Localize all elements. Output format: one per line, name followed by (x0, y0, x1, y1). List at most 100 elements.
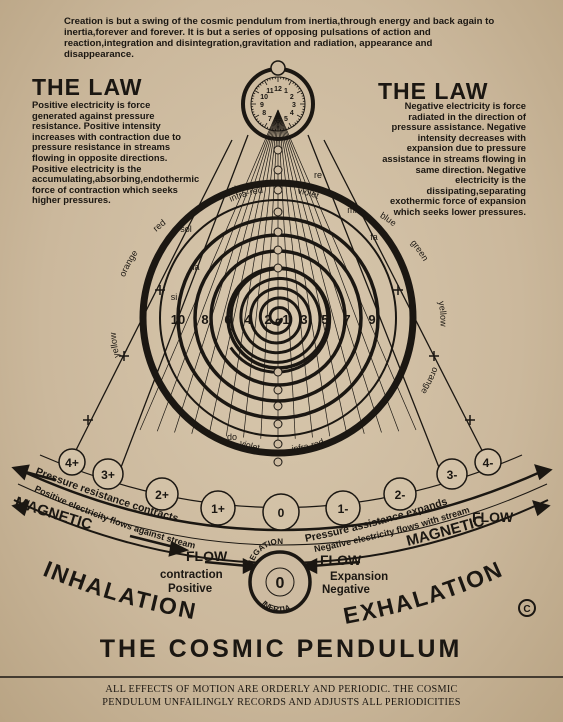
spectrum-orange-left-label: orange (117, 248, 139, 278)
copyright-letter: C (523, 604, 530, 615)
clock-tick (294, 122, 297, 125)
clock-tick (301, 95, 304, 97)
spiral-dot (273, 419, 283, 429)
spiral-dot (273, 185, 283, 195)
polarity-bulb-label: 4- (483, 456, 494, 470)
note-label: si (171, 292, 178, 302)
ray-line (277, 109, 348, 436)
clock-tick (296, 114, 302, 118)
polarity-bulb-label: 1+ (211, 502, 225, 516)
clock-number: 1 (284, 88, 288, 95)
polarity-bulb (92, 458, 124, 490)
clock-tick (288, 122, 292, 128)
note-label: sol (180, 224, 192, 234)
ray-line (225, 109, 279, 437)
clock-tick (287, 126, 290, 129)
expansion-label: Expansion (330, 571, 388, 583)
inertia-pivot: 0 NEGATION INERTIA (246, 537, 312, 614)
ray-line (277, 109, 365, 434)
clock-number: 3 (292, 102, 296, 109)
clock-tick (264, 80, 268, 86)
footer-line-1: ALL EFFECTS OF MOTION ARE ORDERLY AND PE… (105, 684, 458, 695)
spiral-dot (273, 385, 283, 395)
clock-tick (264, 122, 268, 128)
clock-number: 7 (268, 116, 272, 123)
negative-label: Negative (322, 584, 370, 596)
spiral-number: 3 (300, 312, 307, 327)
spiral-dot (273, 367, 283, 377)
contraction-label: contraction (160, 569, 223, 581)
clock-tick (254, 90, 260, 94)
inertia-zero: 0 (276, 575, 285, 592)
clock-tick (253, 113, 256, 116)
flow-far-right-label: FLOW (472, 509, 514, 525)
spiral-numbers: 108642135790 (171, 312, 376, 329)
flow-left-label: FLOW (186, 548, 228, 564)
clock-tick (296, 85, 299, 88)
clock-tick (266, 79, 269, 82)
law-left-body: Positive electricity is force generated … (32, 99, 200, 206)
law-left-title: THE LAW (32, 74, 143, 100)
clock-tick (259, 83, 262, 86)
polarity-bulb-label: 3- (447, 468, 458, 482)
clock-tick (257, 85, 260, 88)
clock-tick (300, 92, 303, 95)
clock-tick (269, 78, 271, 81)
spiral-dot (273, 227, 283, 237)
clock-tick (252, 111, 255, 113)
polarity-bulb (262, 493, 300, 531)
pendulum-top-pivot (270, 60, 286, 76)
ray-line (208, 109, 279, 436)
ray-line (277, 109, 331, 437)
copyright-mark (518, 599, 536, 617)
ray-line (277, 109, 382, 433)
spectrum-blue-label: blue (378, 210, 398, 228)
spiral-dot (273, 401, 283, 411)
positive-label: Positive (168, 583, 212, 595)
polarity-bulb-label: 0 (278, 506, 285, 520)
ray-line (156, 109, 279, 432)
clock-tick (266, 126, 269, 129)
intro-paragraph: Creation is but a swing of the cosmic pe… (64, 16, 495, 60)
spiral-number: 9 (368, 312, 375, 327)
spiral-dot (273, 245, 283, 255)
clock-tick (255, 87, 259, 90)
spiral-dot (273, 457, 283, 467)
footer-line-2: PENDULUM UNFAILINGLY RECORDS AND ADJUSTS… (102, 697, 461, 708)
polarity-bulb-label: 2+ (155, 488, 169, 502)
spiral-dot (273, 439, 283, 449)
ray-line (174, 109, 279, 433)
note-label: re (314, 170, 322, 180)
spiral-number: 4 (244, 312, 252, 327)
spiral-dot (273, 207, 283, 217)
polarity-bulb (325, 490, 361, 526)
clock-tick (261, 81, 264, 85)
law-right-title: THE LAW (378, 78, 489, 104)
clock-tick (257, 120, 260, 123)
spiral-vertical-dots (273, 145, 283, 467)
main-title: THE COSMIC PENDULUM (100, 635, 463, 663)
clock-tick (301, 111, 304, 113)
polarity-bulb (383, 477, 417, 511)
spectrum-red-label: red (151, 217, 168, 233)
polarity-bulb-label: 3+ (101, 468, 115, 482)
spiral-dot (273, 165, 283, 175)
clock-tick (292, 81, 295, 85)
clock-number: 12 (274, 86, 282, 93)
spiral-dot (273, 145, 283, 155)
clock-tick (292, 123, 295, 127)
note-label: la (192, 262, 199, 272)
clock-tick (300, 113, 303, 116)
spiral-number: 1 (282, 312, 289, 327)
spiral-center-number: 0 (275, 317, 281, 329)
clock-tick (296, 90, 302, 94)
clock-tick (261, 123, 264, 127)
polarity-bulb (436, 458, 468, 490)
polarity-bulb (145, 477, 179, 511)
spiral-number: 2 (264, 312, 271, 327)
spiral-number: 5 (321, 312, 328, 327)
polarity-bulb (58, 448, 86, 476)
cross-marks (83, 285, 475, 425)
